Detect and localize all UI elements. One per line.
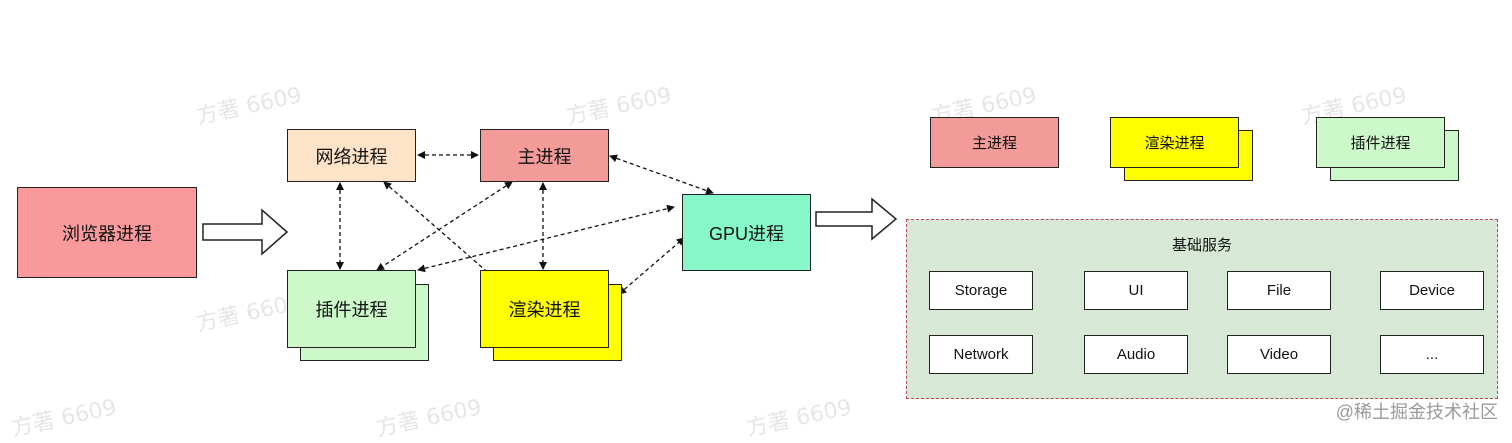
browser-process-label: 浏览器进程 (62, 223, 152, 244)
service-file: File (1227, 271, 1331, 310)
base-services-title: 基础服务 (1171, 237, 1232, 254)
link-plugin-gpu (417, 204, 675, 273)
service-storage: Storage (929, 271, 1033, 310)
main-process-node: 主进程 (480, 129, 609, 182)
browser-process-node: 浏览器进程 (17, 187, 197, 278)
legend-main-process: 主进程 (930, 117, 1059, 168)
link-main-gpu (609, 154, 714, 195)
service-network: Network (929, 335, 1033, 374)
legend-plugin-process: 插件进程 (1316, 117, 1445, 168)
service-ui: UI (1084, 271, 1188, 310)
render-process-node: 渲染进程 (480, 270, 609, 348)
connector-layer (202, 151, 898, 297)
diagram-canvas: 方著 6609 方著 6609 方著 6609 方著 6609 方著 6609 … (9, 83, 1498, 442)
service-audio: Audio (1084, 335, 1188, 374)
main-process-label: 主进程 (517, 146, 572, 167)
big-arrow-right (815, 197, 898, 241)
legend-render-label: 渲染进程 (1144, 135, 1205, 152)
plugin-process-label: 插件进程 (315, 300, 388, 320)
render-process-label: 渲染进程 (508, 300, 581, 320)
gpu-process-label: GPU进程 (708, 223, 784, 244)
gpu-process-node: GPU进程 (682, 194, 811, 271)
network-process-label: 网络进程 (315, 146, 388, 167)
link-render-gpu (618, 237, 685, 295)
service-video: Video (1227, 335, 1331, 374)
service-device: Device (1380, 271, 1484, 310)
network-process-node: 网络进程 (287, 129, 416, 182)
link-main-plugin (376, 181, 513, 271)
credit-text: @稀土掘金技术社区 (1335, 402, 1498, 422)
legend-main-label: 主进程 (971, 135, 1017, 152)
legend-plugin-label: 插件进程 (1350, 135, 1411, 152)
plugin-process-node: 插件进程 (287, 270, 416, 348)
big-arrow-left (202, 208, 289, 256)
legend-render-process: 渲染进程 (1110, 117, 1239, 168)
service-more: ... (1380, 335, 1484, 374)
